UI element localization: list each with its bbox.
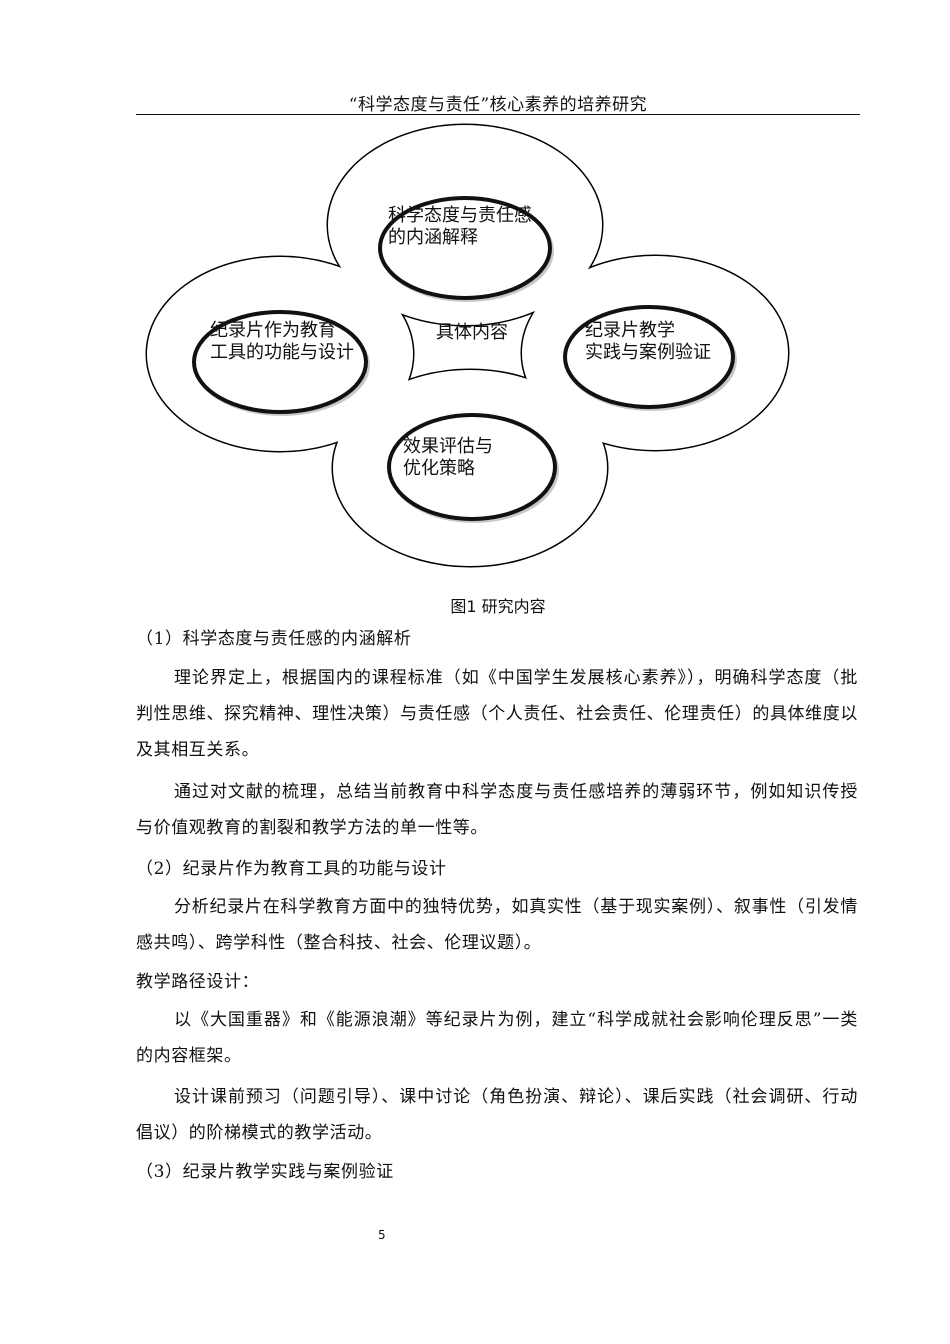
diagram-label-center: 具体内容 <box>436 322 508 343</box>
header-rule <box>136 114 860 115</box>
label-line: 的内涵解释 <box>388 227 478 248</box>
label-line: 纪录片教学 <box>585 320 675 341</box>
inner-circle-top <box>378 196 552 300</box>
paragraph-4: 教学路径设计： <box>136 972 260 992</box>
paragraph-3: 分析纪录片在科学教育方面中的独特优势，如真实性（基于现实案例）、叙事性（引发情感… <box>136 897 858 953</box>
inner-circle-right <box>563 305 735 409</box>
section-heading-2: （2）纪录片作为教育工具的功能与设计 <box>136 859 447 879</box>
paragraph-6: 设计课前预习（问题引导）、课中讨论（角色扮演、辩论）、课后实践（社会调研、行动倡… <box>136 1087 858 1143</box>
page-number: 5 <box>378 1228 386 1242</box>
label-line: 实践与案例验证 <box>585 342 711 363</box>
label-line: 科学态度与责任感 <box>388 205 532 226</box>
label-line: 优化策略 <box>403 458 475 479</box>
research-content-diagram <box>145 123 790 568</box>
paragraph-2: 通过对文献的梳理，总结当前教育中科学态度与责任感培养的薄弱环节，例如知识传授与价… <box>136 782 858 838</box>
section-heading-1: （1）科学态度与责任感的内涵解析 <box>136 629 412 649</box>
label-line: 纪录片作为教育 <box>210 320 336 341</box>
diagram-label-bottom: 效果评估与 优化策略 <box>403 436 493 480</box>
inner-circle-left <box>192 310 368 414</box>
running-header: “科学态度与责任”核心素养的培养研究 <box>348 95 648 115</box>
figure-caption: 图1 研究内容 <box>450 597 546 616</box>
inner-circle-bottom <box>387 413 557 521</box>
label-line: 工具的功能与设计 <box>210 342 354 363</box>
paragraph-1: 理论界定上，根据国内的课程标准（如《中国学生发展核心素养》），明确科学态度（批判… <box>136 668 858 760</box>
inner-circles <box>192 196 737 523</box>
section-heading-3: （3）纪录片教学实践与案例验证 <box>136 1162 394 1182</box>
paragraph-5: 以《大国重器》和《能源浪潮》等纪录片为例，建立“科学成就社会影响伦理反思”一类的… <box>136 1010 858 1066</box>
diagram-label-right: 纪录片教学 实践与案例验证 <box>585 320 711 364</box>
label-line: 效果评估与 <box>403 436 493 457</box>
diagram-label-left: 纪录片作为教育 工具的功能与设计 <box>210 320 354 364</box>
diagram-label-top: 科学态度与责任感 的内涵解释 <box>388 205 532 249</box>
